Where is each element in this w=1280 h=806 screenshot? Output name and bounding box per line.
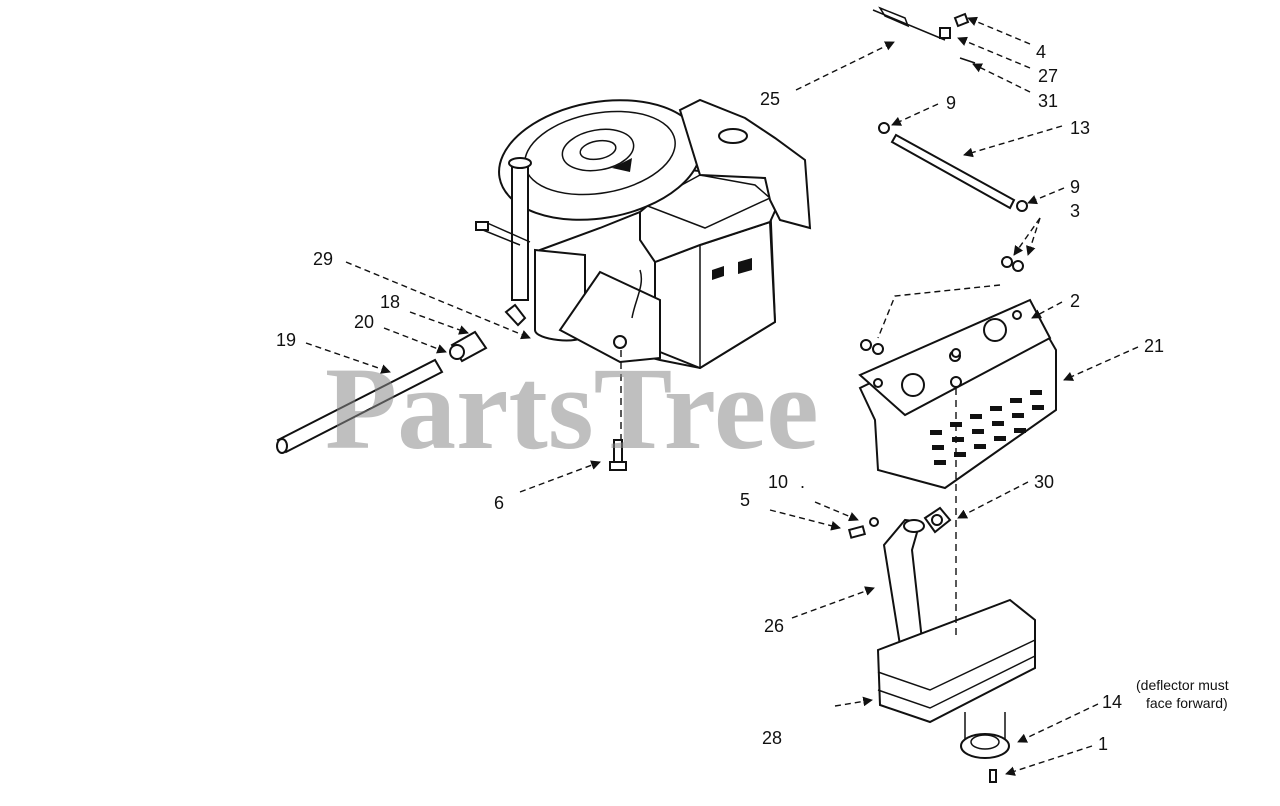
callout-27: 27 <box>1038 66 1058 86</box>
heat-shield-vents <box>930 390 1044 465</box>
callout-9-lower: 9 <box>1070 177 1080 197</box>
screws-3 <box>860 256 1024 358</box>
callout-26: 26 <box>764 616 784 636</box>
callout-10-dot: . <box>800 472 805 492</box>
callout-2: 2 <box>1070 291 1080 311</box>
callout-14: 14 <box>1102 692 1122 712</box>
callout-19: 19 <box>276 330 296 350</box>
deflector-note: (deflector must face forward) <box>1136 677 1229 711</box>
exhaust-pipe-26 <box>882 518 925 647</box>
callout-3: 3 <box>1070 201 1080 221</box>
callout-4: 4 <box>1036 42 1046 62</box>
callout-labels: 4 27 31 25 9 13 9 3 2 21 29 18 20 19 6 1… <box>276 42 1164 754</box>
throttle-spring-assembly <box>872 6 976 64</box>
callout-1: 1 <box>1098 734 1108 754</box>
gasket-30 <box>923 506 952 534</box>
heat-shield-21 <box>858 298 1057 490</box>
engine-block-drawing <box>475 98 812 370</box>
callout-18: 18 <box>380 292 400 312</box>
muffler-28 <box>876 598 1036 724</box>
callout-20: 20 <box>354 312 374 332</box>
callout-6: 6 <box>494 493 504 513</box>
screw-5-washer-10 <box>847 517 879 539</box>
bolt-6 <box>609 439 627 471</box>
deflector-14 <box>960 712 1010 759</box>
screw-1 <box>989 769 997 783</box>
callout-5: 5 <box>740 490 750 510</box>
deflector-note-line1: (deflector must <box>1136 677 1229 693</box>
callout-21: 21 <box>1144 336 1164 356</box>
leader-lines <box>305 16 1139 776</box>
callout-25: 25 <box>760 89 780 109</box>
fuel-line-19 <box>276 358 444 454</box>
callout-29: 29 <box>313 249 333 269</box>
callout-28: 28 <box>762 728 782 748</box>
callout-9-upper: 9 <box>946 93 956 113</box>
fuel-filter-18 <box>449 330 488 363</box>
partstree-watermark: PartsTree <box>325 343 819 474</box>
callout-31: 31 <box>1038 91 1058 111</box>
callout-13: 13 <box>1070 118 1090 138</box>
callout-30: 30 <box>1034 472 1054 492</box>
callout-10: 10 <box>768 472 788 492</box>
deflector-note-line2: face forward) <box>1146 695 1228 711</box>
fuel-line-13 <box>878 122 1028 212</box>
